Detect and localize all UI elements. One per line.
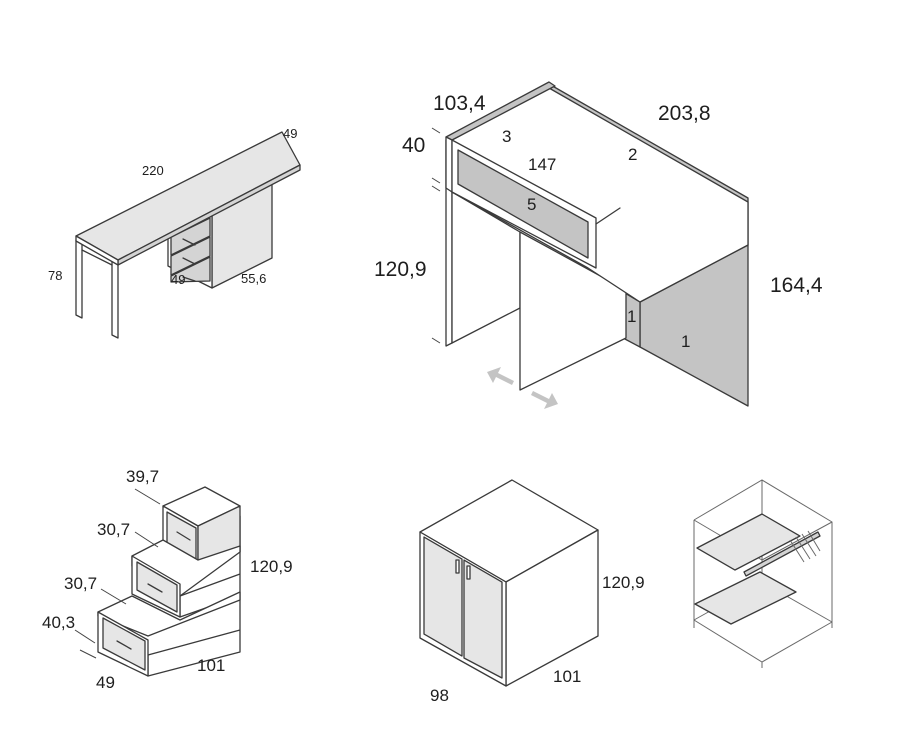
wardrobe-label-101: 101: [553, 667, 581, 686]
stairs-label-49: 49: [96, 673, 115, 692]
desk-height-label: 78: [48, 268, 62, 283]
stairs-label-403: 40,3: [42, 613, 75, 632]
desk-drawer-depth-label: 49: [171, 272, 185, 287]
stairs-label-1209: 120,9: [250, 557, 293, 576]
loft-label-40: 40: [402, 134, 425, 157]
interior-upper-shelf: [696, 513, 801, 571]
wardrobe-label-1209: 120,9: [602, 573, 645, 592]
loft-part-2: 2: [628, 145, 637, 164]
loft-part-1-inner: 1: [627, 307, 636, 326]
loft-bed-drawing: [431, 81, 749, 409]
wardrobe-door-right: [463, 559, 503, 679]
wardrobe-handle-left: [455, 559, 460, 574]
loft-label-1034: 103,4: [433, 92, 486, 115]
slide-arrow-left: [487, 367, 514, 385]
loft-label-1644: 164,4: [770, 274, 823, 297]
desk-leg-front-right: [111, 257, 119, 339]
stair-2-drawer: [136, 561, 178, 613]
desk-tabletop-edge-front: [75, 235, 119, 266]
loft-label-1209: 120,9: [374, 258, 427, 281]
loft-rail-panel-5: [457, 149, 589, 259]
loft-support-right: [519, 231, 627, 391]
stairs-label-307-upper: 30,7: [97, 520, 130, 539]
desk-leg-front-left: [75, 239, 83, 319]
slide-arrow-right: [531, 391, 558, 409]
wardrobe-door-left: [423, 536, 463, 657]
loft-label-2038: 203,8: [658, 102, 711, 125]
stairs-label-101: 101: [197, 656, 225, 675]
stair-1-drawer: [102, 617, 146, 671]
desk-drawer-2: [170, 236, 211, 276]
desk-drawer-width-label: 55,6: [241, 271, 266, 286]
wardrobe-drawing: [419, 479, 599, 687]
desk-drawer-3: [170, 256, 211, 283]
loft-guard-corner: [445, 136, 453, 193]
loft-part-5: 5: [527, 195, 536, 214]
desk-depth-label: 49: [283, 126, 297, 141]
stairs-drawing: [74, 486, 241, 677]
loft-part-3: 3: [502, 127, 511, 146]
desk-drawing: [75, 131, 301, 339]
wardrobe-handle-right: [466, 565, 471, 580]
interior-hangers: [789, 530, 821, 563]
loft-label-147: 147: [528, 155, 556, 174]
wardrobe-interior-drawing: [693, 479, 833, 668]
wardrobe-label-98: 98: [430, 686, 449, 705]
desk-length-label: 220: [142, 163, 164, 178]
loft-part-1-end: 1: [681, 332, 690, 351]
interior-lower-shelf: [694, 571, 797, 625]
stairs-label-307-lower: 30,7: [64, 574, 97, 593]
stairs-label-397: 39,7: [126, 467, 159, 486]
